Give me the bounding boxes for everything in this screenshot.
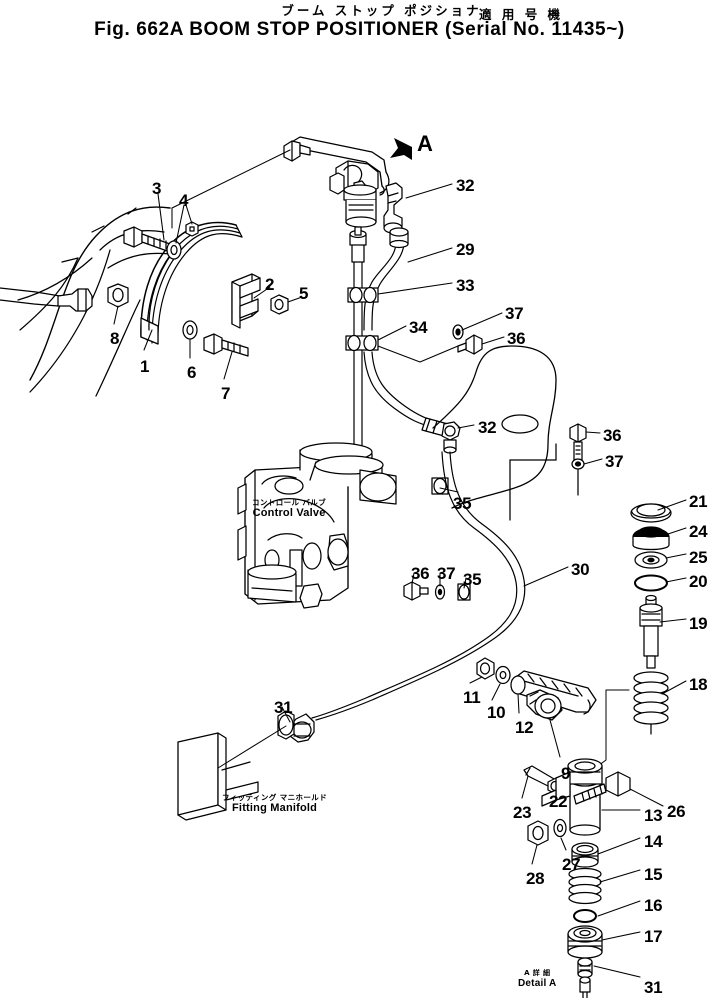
hardware-36-37-upper	[452, 324, 483, 355]
callout-number-37: 37	[437, 564, 456, 583]
elbow-fitting-32-upper	[383, 182, 403, 234]
clamp-34	[345, 334, 379, 352]
callout-number-32: 32	[478, 418, 497, 437]
callout-number-31: 31	[644, 978, 663, 997]
washer-part4	[166, 240, 182, 260]
detail-a-label-jp: A 詳 細	[524, 969, 551, 977]
callout-number-31: 31	[274, 698, 293, 717]
boom-bracket-group	[0, 206, 171, 397]
callout-number-17: 17	[644, 927, 663, 946]
serial-japanese: 適 用 号 機	[478, 7, 564, 22]
callout-number-24: 24	[689, 522, 708, 541]
upper-valve-assembly	[283, 136, 390, 228]
callout-number-2: 2	[265, 275, 275, 294]
nut-upper-part4	[185, 221, 199, 237]
section-arrow-a	[390, 138, 412, 160]
callout-number-1: 1	[140, 357, 150, 376]
callout-number-32: 32	[456, 176, 475, 195]
detail-a-label-en: Detail A	[518, 978, 557, 989]
callout-number-29: 29	[456, 240, 475, 259]
callout-number-13: 13	[644, 806, 663, 825]
serial-english: (Serial No. 11435~)	[444, 19, 625, 40]
elbow-fitting-32-lower	[441, 421, 461, 454]
callout-number-34: 34	[409, 318, 428, 337]
callout-number-6: 6	[187, 363, 197, 382]
control-valve-label-jp: コントロール バルブ	[252, 498, 327, 507]
callout-number-35: 35	[453, 494, 472, 513]
lower-valve-body	[523, 758, 631, 846]
clamp-35-upper	[431, 477, 449, 495]
callout-number-20: 20	[689, 572, 708, 591]
callout-number-25: 25	[689, 548, 708, 567]
callout-number-11: 11	[463, 688, 481, 707]
fitting-manifold-label-en: Fitting Manifold	[232, 802, 318, 814]
spring-15	[568, 867, 602, 905]
callout-number-4: 4	[179, 191, 189, 210]
callout-number-16: 16	[644, 896, 663, 915]
control-valve-label: コントロール バルブ Control Valve	[252, 498, 326, 519]
bottom-stack	[567, 842, 603, 998]
spring-18	[633, 671, 669, 725]
callout-number-35: 35	[463, 570, 482, 589]
fitting-manifold-label-jp: フィッティング マニホールド	[222, 793, 328, 802]
callout-number-28: 28	[526, 869, 545, 888]
callout-number-5: 5	[299, 284, 309, 303]
callout-number-8: 8	[110, 329, 120, 348]
callout-number-14: 14	[644, 832, 663, 851]
callout-number-15: 15	[644, 865, 663, 884]
callout-number-36: 36	[603, 426, 622, 445]
callout-number-18: 18	[689, 675, 708, 694]
callout-number-30: 30	[571, 560, 590, 579]
tube-vertical-left	[349, 226, 367, 471]
fitting-manifold-label: フィッティング マニホールド Fitting Manifold	[222, 793, 327, 814]
stack-21-24-25-20-19-18	[630, 503, 672, 735]
callout-number-10: 10	[487, 703, 506, 722]
serial-group: 適 用 号 機 (Serial No. 11435~)	[444, 7, 625, 41]
hose-29	[363, 227, 409, 331]
diagram-title-block: ブーム ストップ ポジショナ Fig. 662A BOOM STOP POSIT…	[0, 2, 719, 41]
callout-number-22: 22	[549, 792, 568, 811]
callout-number-26: 26	[667, 802, 686, 821]
washer-part6	[182, 320, 198, 340]
callout-number-33: 33	[456, 276, 475, 295]
clamp-33	[347, 286, 379, 304]
bolt-part7	[203, 333, 249, 357]
callout-number-7: 7	[221, 384, 231, 403]
title-japanese: ブーム ストップ ポジショナ	[281, 3, 482, 18]
leader-manifold	[217, 725, 287, 769]
nut-part8	[107, 283, 129, 308]
nut-part5	[270, 294, 289, 315]
callout-number-21: 21	[689, 492, 708, 511]
control-valve-body	[237, 442, 397, 609]
tube-30	[311, 451, 526, 721]
callout-number-19: 19	[689, 614, 708, 633]
leader-lines	[113, 149, 687, 978]
fitting-manifold-plate	[177, 732, 259, 821]
control-valve-label-en: Control Valve	[252, 507, 326, 519]
callout-number-36: 36	[507, 329, 526, 348]
bolt-part3	[123, 226, 171, 253]
bracket-part2	[231, 273, 261, 329]
hardware-36-37-35-lower	[403, 581, 471, 601]
callout-number-3: 3	[152, 179, 162, 198]
callout-number-37: 37	[505, 304, 524, 323]
title-english: Fig. 662A BOOM STOP POSITIONER 適 用 号 機 (…	[0, 7, 719, 41]
section-letter-a: A	[417, 131, 433, 156]
figure-number-and-name: Fig. 662A BOOM STOP POSITIONER	[94, 19, 440, 40]
machine-body-outline	[432, 345, 557, 521]
callout-number-23: 23	[513, 803, 532, 822]
lever-assembly	[476, 657, 597, 721]
hose-lower-run	[363, 351, 449, 437]
callout-number-9: 9	[561, 764, 571, 783]
callout-number-36: 36	[411, 564, 430, 583]
callout-number-37: 37	[605, 452, 624, 471]
callout-number-12: 12	[515, 718, 534, 737]
hardware-36-37-right	[569, 423, 587, 496]
callout-number-27: 27	[562, 855, 581, 874]
detail-a-label: A 詳 細 Detail A	[518, 969, 556, 990]
